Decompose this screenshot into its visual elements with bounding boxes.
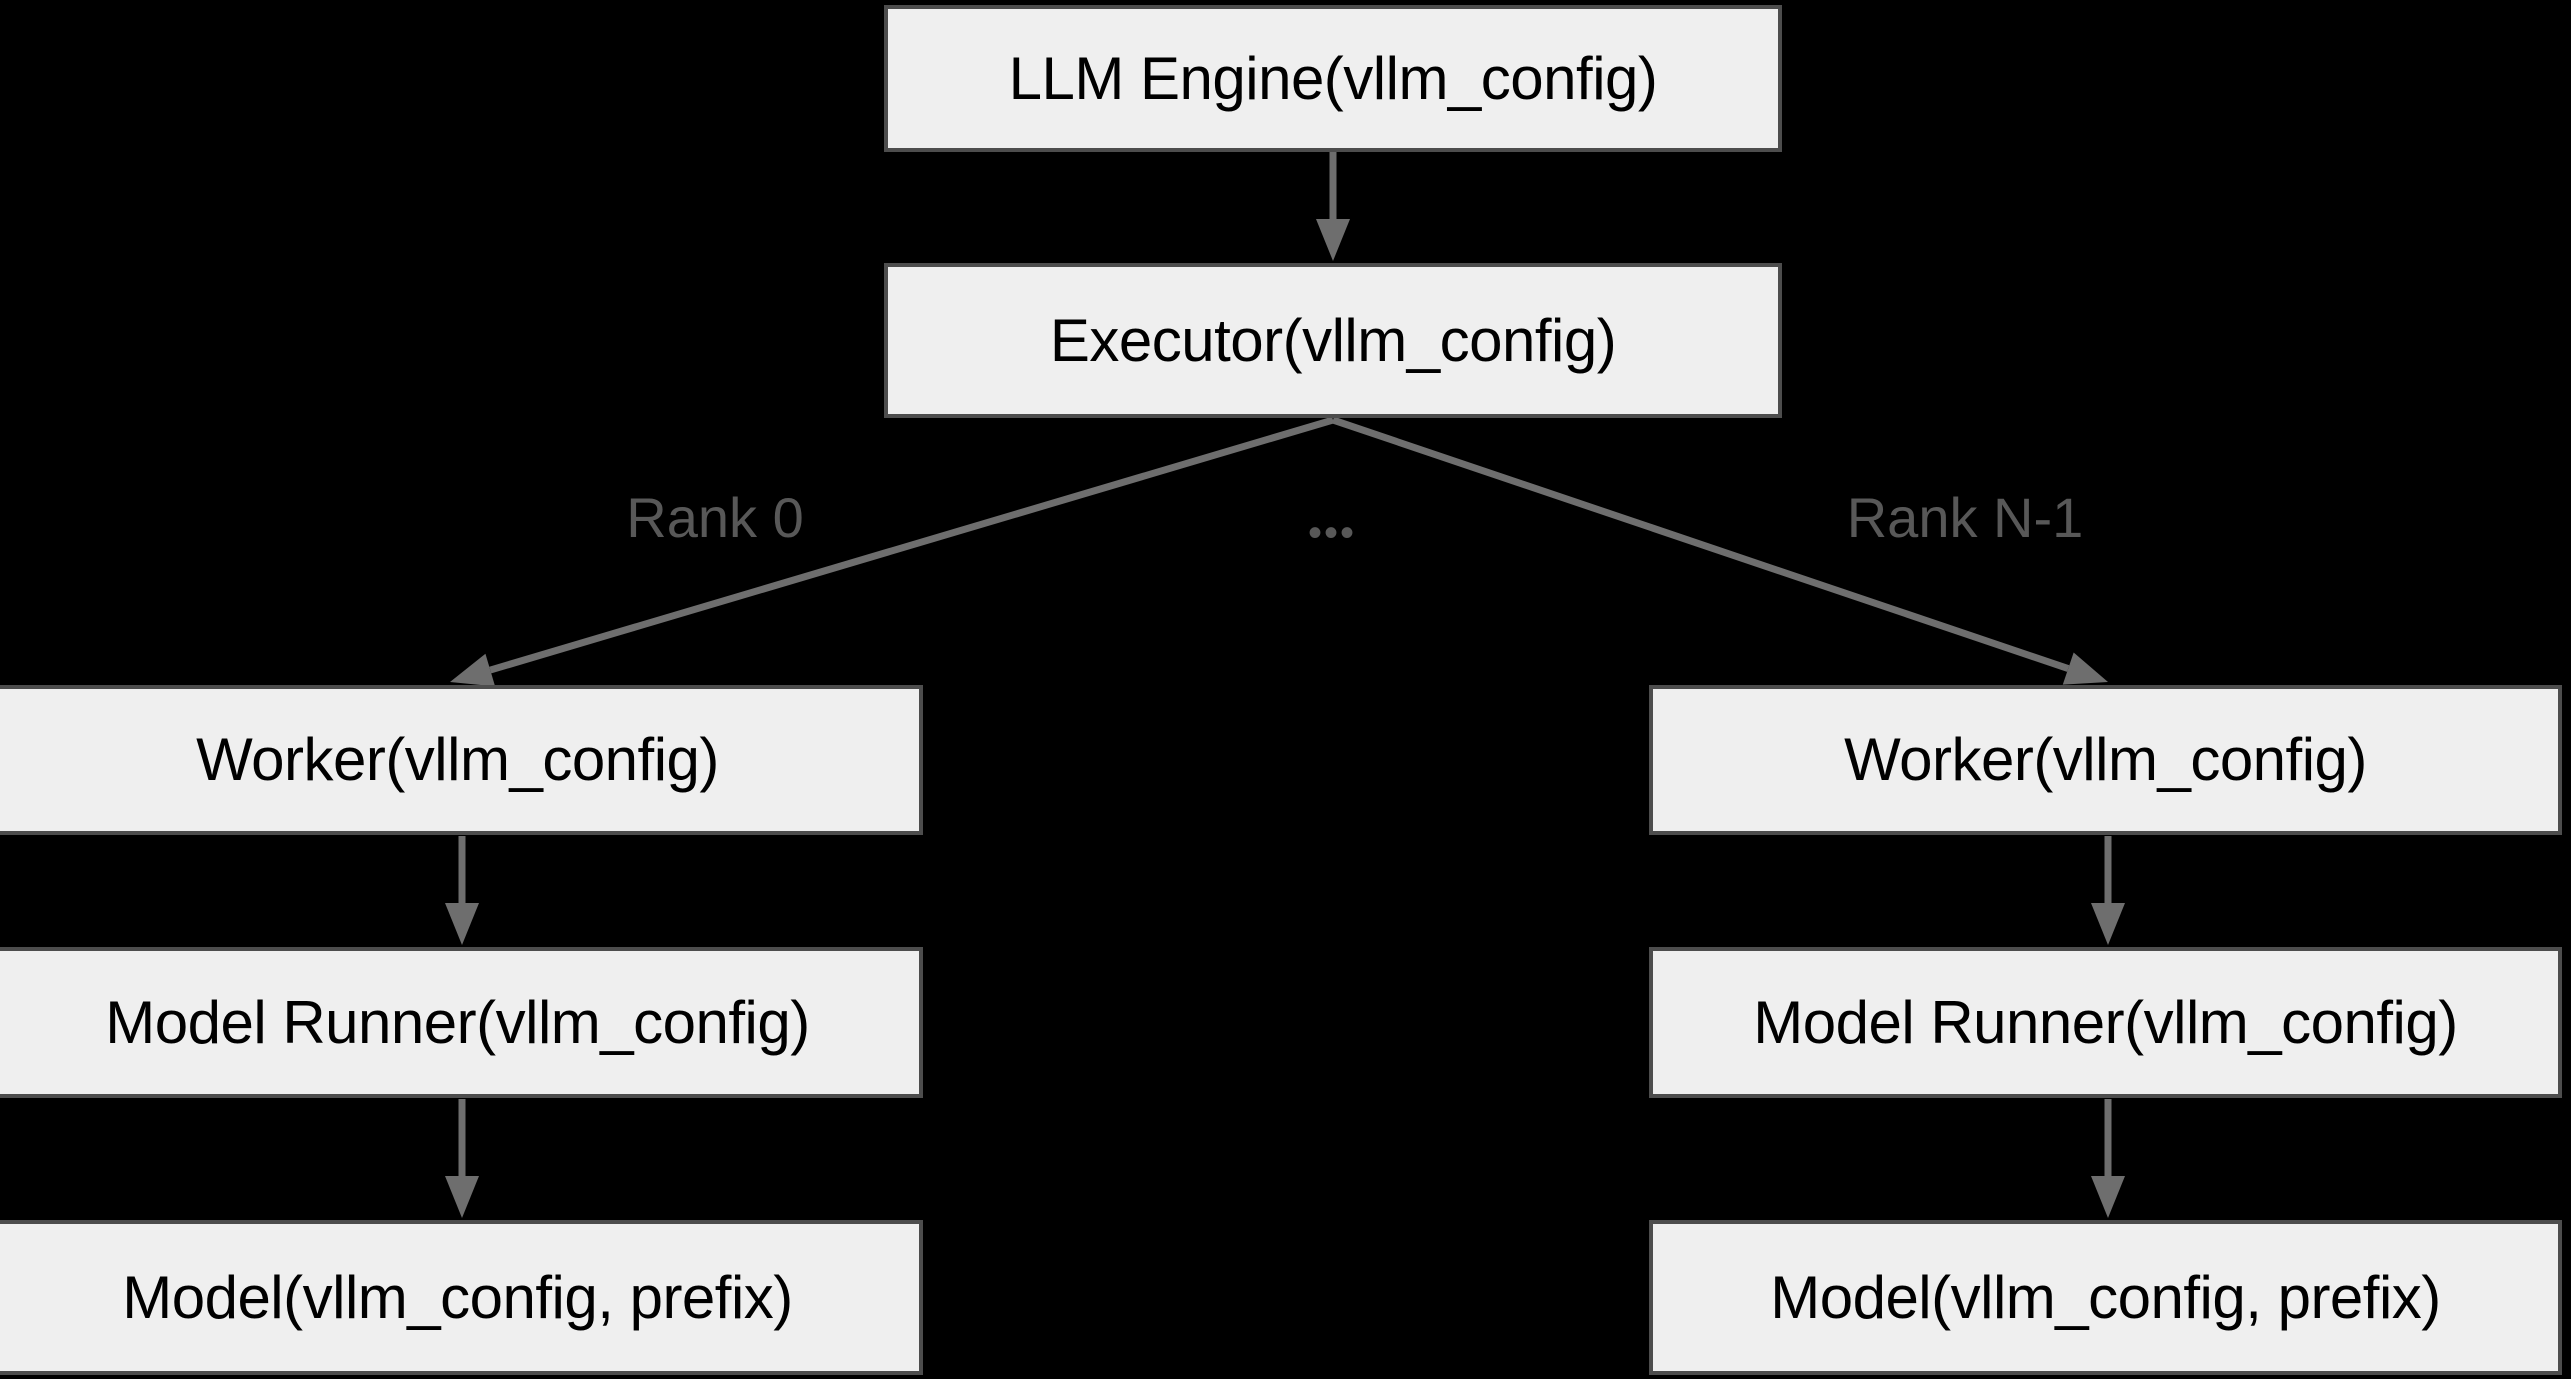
- node-worker-rank-n-label: Worker(vllm_config): [1844, 726, 2367, 793]
- edge-arrowhead-runner-to-model-rankn: [2091, 1176, 2125, 1218]
- node-model-runner-rank-n-label: Model Runner(vllm_config): [1753, 988, 2458, 1056]
- node-llm-engine[interactable]: LLM Engine(vllm_config): [884, 5, 1782, 152]
- node-model-rank0-label: Model(vllm_config, prefix): [122, 1263, 793, 1331]
- node-worker-rank0-label: Worker(vllm_config): [196, 726, 719, 793]
- edge-label-rank-0: Rank 0: [626, 486, 804, 549]
- edge-arrowhead-executor-to-worker-rankn: [2062, 652, 2108, 685]
- node-worker-rank0[interactable]: Worker(vllm_config): [0, 685, 923, 835]
- edge-arrowhead-executor-to-worker-rank0: [450, 653, 496, 687]
- node-model-runner-rank-n[interactable]: Model Runner(vllm_config): [1649, 947, 2562, 1098]
- edge-arrowhead-engine-to-executor: [1316, 219, 1350, 261]
- node-model-rank-n[interactable]: Model(vllm_config, prefix): [1649, 1220, 2562, 1375]
- node-model-rank-n-label: Model(vllm_config, prefix): [1770, 1263, 2441, 1331]
- edge-label-ellipsis: •••: [1307, 511, 1357, 555]
- node-model-runner-rank0[interactable]: Model Runner(vllm_config): [0, 947, 923, 1098]
- edge-arrowhead-worker-to-runner-rank0: [445, 903, 479, 945]
- node-executor-label: Executor(vllm_config): [1049, 306, 1617, 374]
- node-llm-engine-label: LLM Engine(vllm_config): [1008, 44, 1658, 112]
- edge-label-rank-n-1: Rank N-1: [1846, 486, 2084, 549]
- node-worker-rank-n[interactable]: Worker(vllm_config): [1649, 685, 2562, 835]
- edge-arrowhead-runner-to-model-rank0: [445, 1176, 479, 1218]
- node-model-rank0[interactable]: Model(vllm_config, prefix): [0, 1220, 923, 1375]
- edge-line-executor-to-worker-rank0: [489, 416, 1334, 674]
- node-executor[interactable]: Executor(vllm_config): [884, 263, 1782, 418]
- edge-arrowhead-worker-to-runner-rankn: [2091, 903, 2125, 945]
- node-model-runner-rank0-label: Model Runner(vllm_config): [105, 988, 810, 1056]
